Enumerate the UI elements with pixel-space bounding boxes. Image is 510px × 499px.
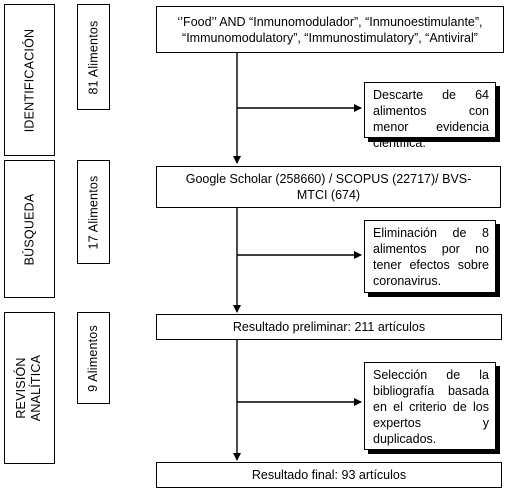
count-review-label: 9 Alimentos <box>86 324 101 392</box>
databases-line2: MTCI (674) <box>296 188 361 202</box>
stage-identification-label: IDENTIFICACIÓN <box>22 28 36 132</box>
count-identification-label: 81 Alimentos <box>86 20 101 94</box>
preliminary-result-text: Resultado preliminar: 211 artículos <box>232 320 426 334</box>
search-query-line1: ‘’Food’’ AND “Inmunomodulador”, “Inmunoe… <box>177 14 483 29</box>
stage-review-line2: ANALÍTICA <box>29 354 44 422</box>
count-review: 9 Alimentos <box>77 312 110 404</box>
search-query-box: ‘’Food’’ AND “Inmunomodulador”, “Inmunoe… <box>156 6 504 53</box>
final-result-text: Resultado final: 93 artículos <box>251 468 407 482</box>
exclusion-text-3: Selección de la bibliografía basada en e… <box>373 368 489 446</box>
stage-search-label: BÚSQUEDA <box>22 193 37 265</box>
search-query-line2: “Immunomodulatory”, “Immunostimulatory”,… <box>182 30 478 45</box>
count-identification: 81 Alimentos <box>77 4 110 110</box>
count-search-label: 17 Alimentos <box>86 175 101 249</box>
exclusion-text-1: Descarte de 64 alimentos con menor evide… <box>373 88 489 150</box>
final-result-box: Resultado final: 93 artículos <box>156 462 502 488</box>
exclusion-box-1: Descarte de 64 alimentos con menor evide… <box>364 82 496 150</box>
exclusion-text-2: Eliminación de 8 alimentos por no tener … <box>373 226 489 288</box>
databases-line1: Google Scholar (258660) / SCOPUS (22717)… <box>185 172 472 186</box>
stage-identification: IDENTIFICACIÓN <box>4 4 55 156</box>
count-search: 17 Alimentos <box>77 160 110 264</box>
databases-box: Google Scholar (258660) / SCOPUS (22717)… <box>156 166 501 208</box>
stage-search: BÚSQUEDA <box>4 160 55 298</box>
stage-analytical-review-label: REVISIÓN ANALÍTICA <box>15 355 45 421</box>
preliminary-result-box: Resultado preliminar: 211 artículos <box>156 314 502 340</box>
stage-analytical-review: REVISIÓN ANALÍTICA <box>4 312 55 464</box>
exclusion-box-3: Selección de la bibliografía basada en e… <box>364 362 496 450</box>
exclusion-box-2: Eliminación de 8 alimentos por no tener … <box>364 220 496 293</box>
stage-review-line1: REVISIÓN <box>14 357 29 419</box>
